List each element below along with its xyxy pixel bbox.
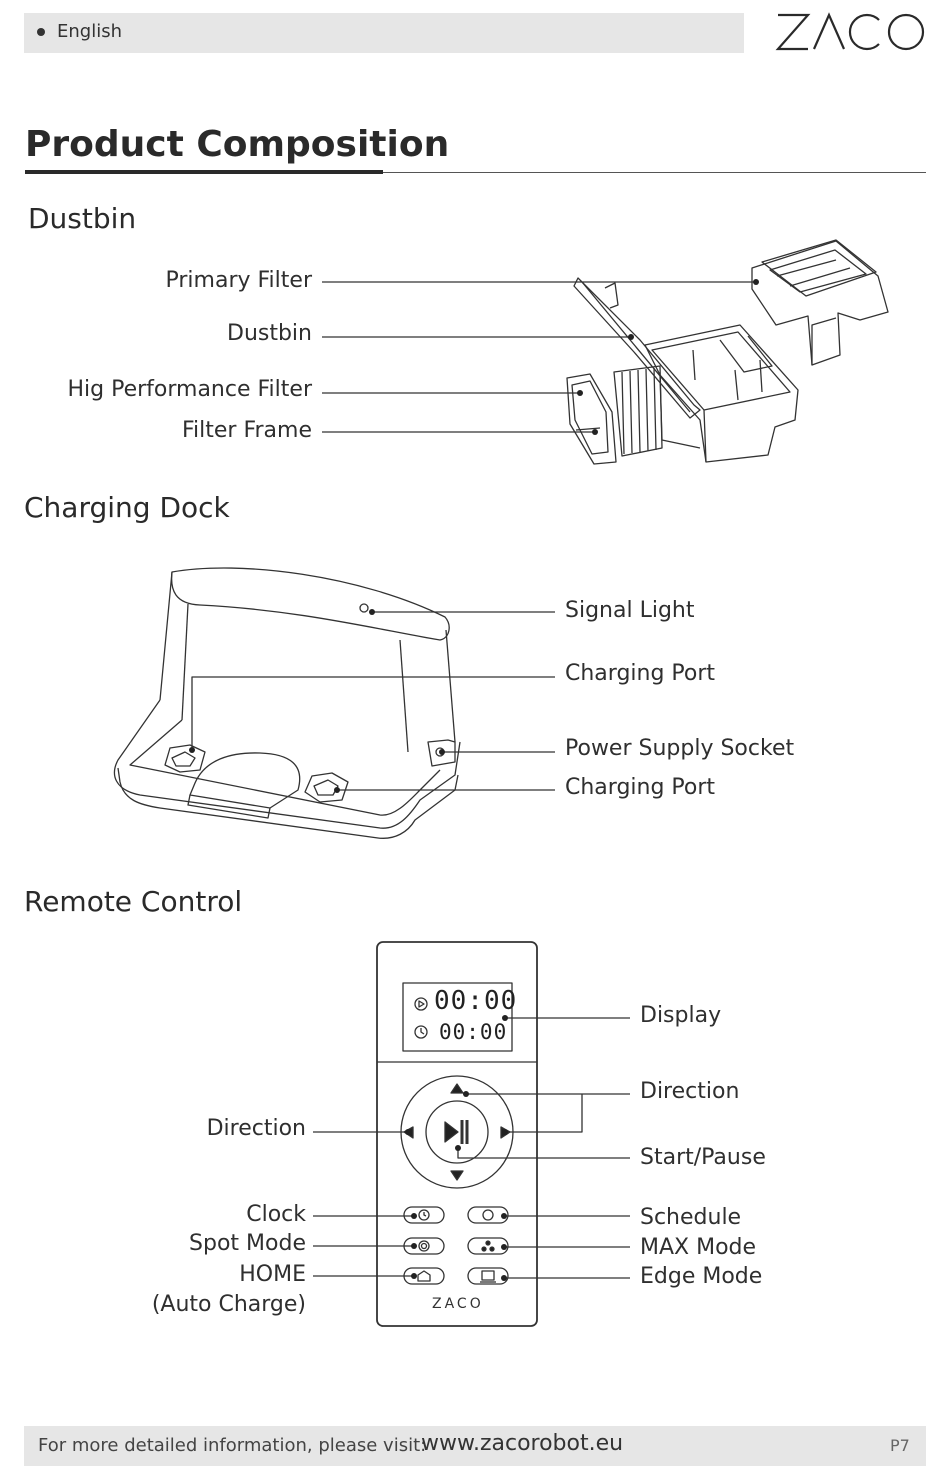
max-mode-label: MAX Mode: [640, 1235, 757, 1260]
display-time-2: 00:00: [439, 1020, 508, 1044]
display-label: Display: [640, 1003, 722, 1028]
charging-port-top-label: Charging Port: [565, 661, 716, 686]
edge-mode-label: Edge Mode: [640, 1264, 763, 1289]
zaco-logo: [775, 12, 925, 51]
start-pause-label: Start/Pause: [640, 1145, 766, 1170]
clock-label: Clock: [246, 1202, 306, 1227]
schedule-label: Schedule: [640, 1205, 742, 1230]
hp-filter-label: Hig Performance Filter: [67, 377, 312, 402]
page-number: P7: [890, 1436, 910, 1455]
footer-url-link[interactable]: www.zacorobot.eu: [421, 1431, 624, 1456]
primary-filter-label: Primary Filter: [165, 268, 313, 293]
title-rule: [383, 172, 926, 173]
spot-mode-label: Spot Mode: [189, 1231, 306, 1256]
footer-text: For more detailed information, please vi…: [38, 1435, 427, 1456]
signal-light-label: Signal Light: [565, 598, 695, 623]
remote-control-heading: Remote Control: [24, 885, 243, 918]
home-label: HOME: [239, 1262, 306, 1287]
auto-charge-label: (Auto Charge): [151, 1292, 306, 1317]
language-label: English: [57, 21, 122, 42]
page-title: Product Composition: [25, 124, 450, 165]
footer-bar: [24, 1426, 926, 1466]
dustbin-label: Dustbin: [227, 321, 312, 346]
remote-brand: ZACO: [432, 1296, 484, 1312]
display-time-1: 00:00: [434, 986, 518, 1016]
filter-frame-label: Filter Frame: [181, 418, 312, 443]
charging-port-bottom-label: Charging Port: [565, 775, 716, 800]
charging-dock-heading: Charging Dock: [24, 491, 230, 524]
language-bar: [24, 13, 744, 53]
dustbin-illustration: [566, 239, 889, 465]
dustbin-heading: Dustbin: [28, 202, 137, 235]
power-socket-label: Power Supply Socket: [565, 736, 795, 761]
title-underline: [25, 170, 383, 174]
direction-left-label: Direction: [206, 1116, 306, 1141]
direction-right-label: Direction: [640, 1079, 740, 1104]
language-bullet: [37, 28, 45, 36]
charging-dock-illustration: [113, 567, 461, 839]
